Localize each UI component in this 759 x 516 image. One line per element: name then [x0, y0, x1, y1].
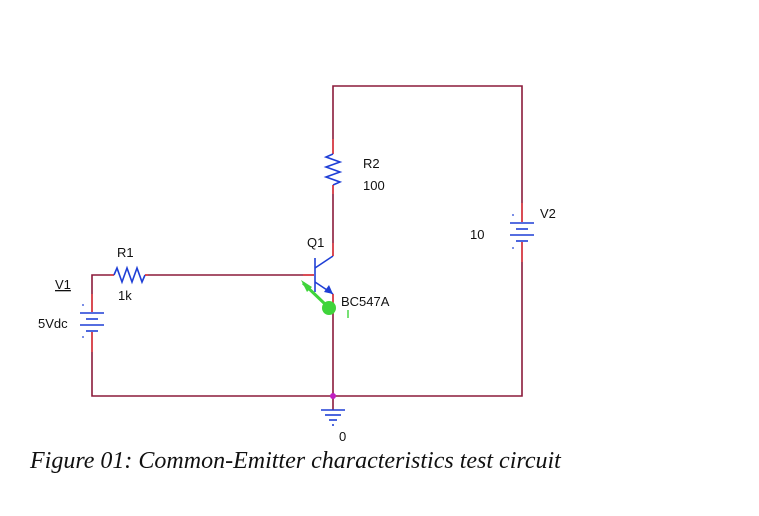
ground-label: 0	[339, 429, 346, 444]
r1-resistor[interactable]	[110, 265, 148, 285]
v2-ref-label: V2	[540, 206, 556, 221]
wires	[91, 85, 523, 410]
v1-source[interactable]	[80, 294, 104, 352]
q1-model-label: BC547A	[341, 294, 390, 309]
wire-v1-r1	[91, 274, 110, 294]
figure-caption: Figure 01: Common-Emitter characteristic…	[30, 448, 561, 474]
r2-value-label: 100	[363, 178, 385, 193]
wire-top	[332, 85, 523, 203]
v1-ref-label: V1	[55, 277, 71, 292]
wire-v2-bottom	[333, 262, 523, 397]
r2-resistor[interactable]	[323, 139, 343, 194]
r1-ref-label: R1	[117, 245, 134, 260]
v2-value-label: 10	[470, 227, 484, 242]
q1-ref-label: Q1	[307, 235, 324, 250]
v1-value-label: 5Vdc	[38, 316, 68, 331]
ground-symbol[interactable]	[321, 409, 345, 426]
wire-v1-bottom	[91, 352, 333, 397]
r1-value-label: 1k	[118, 288, 132, 303]
r2-ref-label: R2	[363, 156, 380, 171]
v2-source[interactable]	[510, 203, 534, 262]
current-probe-icon[interactable]	[301, 280, 336, 315]
junction-dot	[330, 393, 336, 399]
